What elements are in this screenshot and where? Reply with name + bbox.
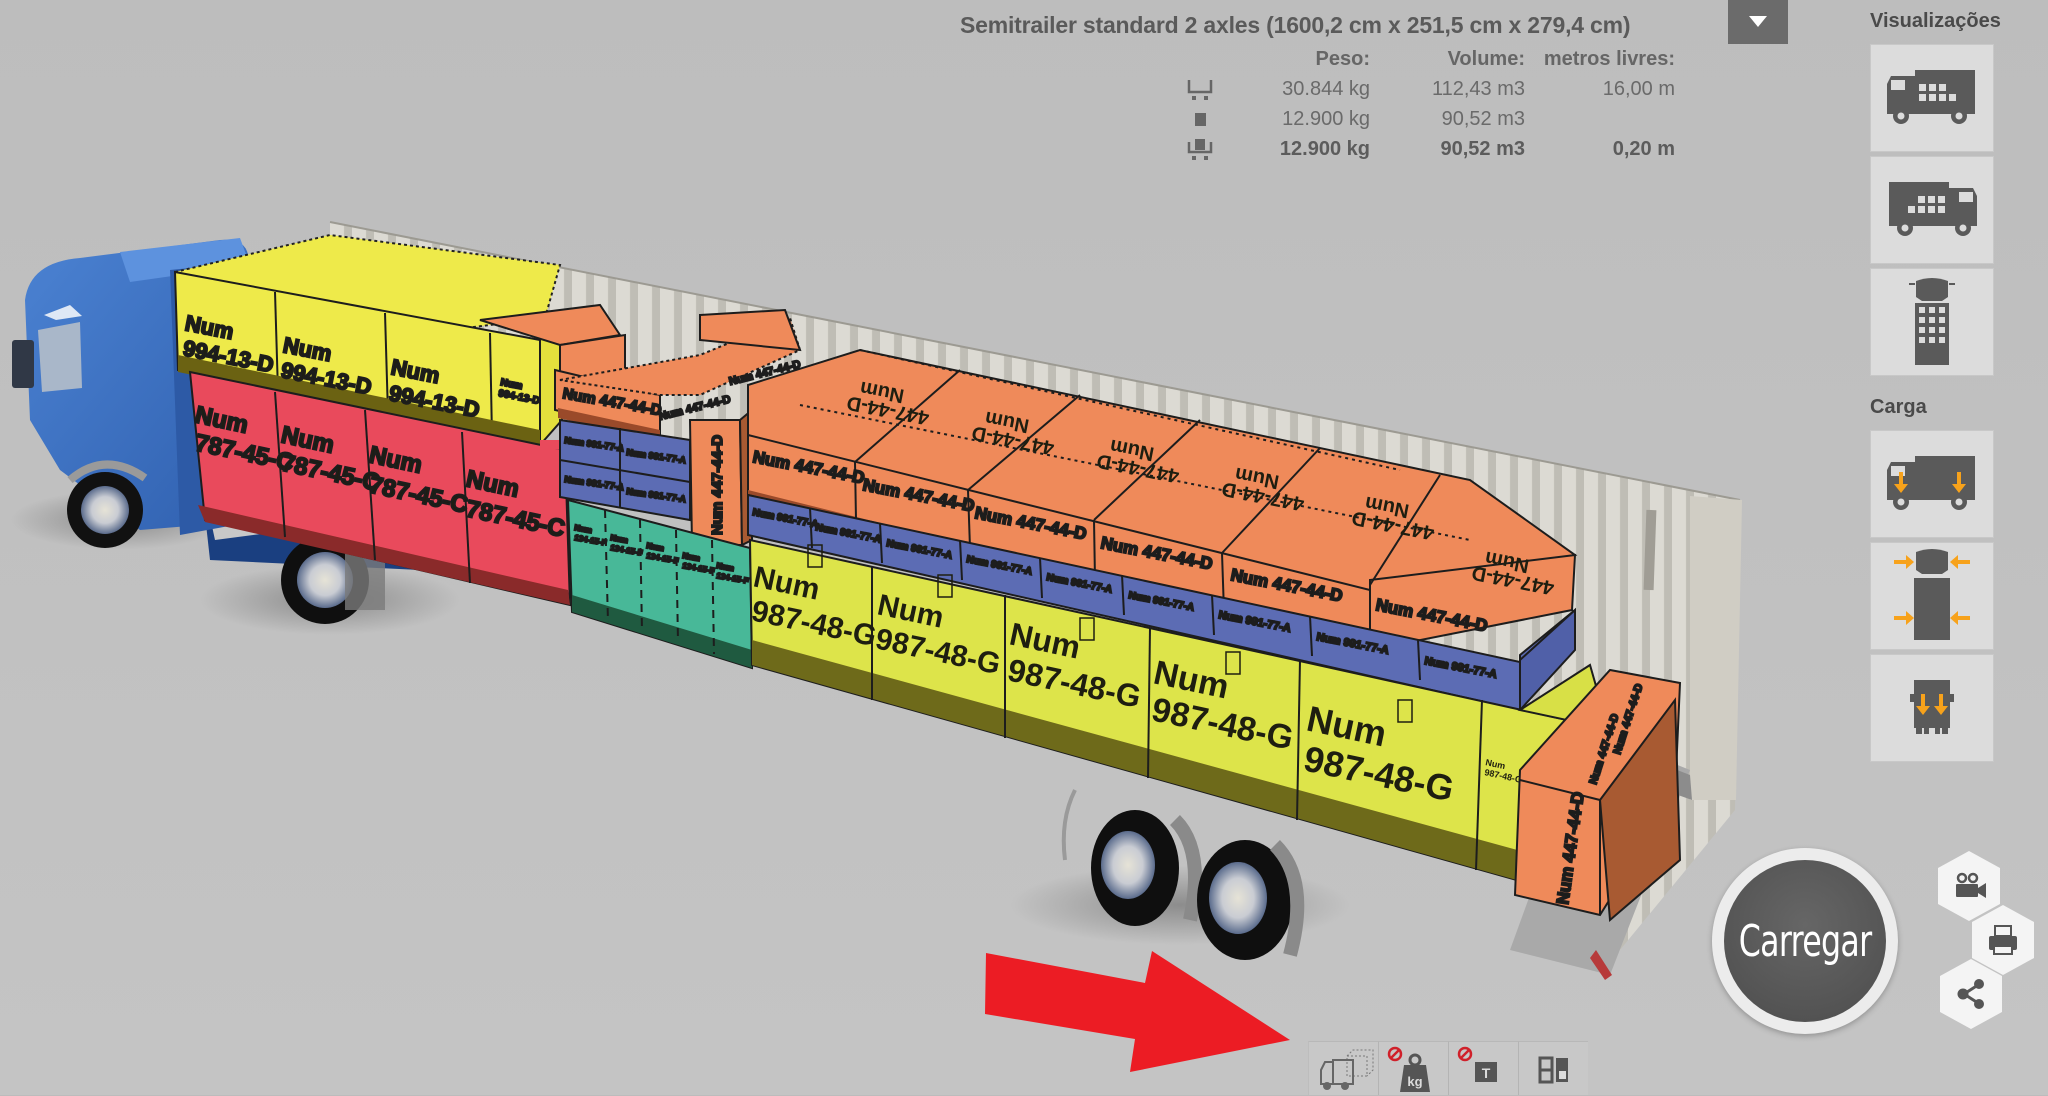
load-stats-table: Peso: Volume: metros livres: 30.844 kg 1…	[1150, 48, 1680, 168]
axle-load-icon	[1887, 456, 1975, 510]
split-layout-icon	[1538, 1056, 1568, 1084]
svg-text:Num 447-44-D: Num 447-44-D	[709, 435, 726, 535]
svg-text:Num: Num	[281, 332, 334, 366]
trailer-rear-wheels	[1061, 789, 1305, 960]
capacity-free-meters: 16,00 m	[1602, 78, 1675, 100]
load-rear-weight-button[interactable]	[1870, 654, 1994, 762]
svg-text:kg: kg	[1407, 1074, 1422, 1089]
lateral-balance-icon	[1894, 549, 1970, 640]
cargo-boxes[interactable]: Num 994-13-D Num 994-13-D Num 994-13-D N…	[173, 233, 1682, 923]
vehicle-dropdown-button[interactable]	[1728, 0, 1788, 44]
view-side-right-button[interactable]	[1870, 156, 1994, 264]
truck-side-right-icon	[1889, 182, 1977, 236]
svg-text:Num: Num	[574, 523, 593, 535]
triangle-down-icon	[1749, 16, 1767, 27]
svg-text:Num: Num	[610, 533, 629, 545]
view-side-left-button[interactable]	[1870, 44, 1994, 152]
load-button[interactable]: Carregar	[1712, 848, 1898, 1034]
layout-split-toggle[interactable]	[1518, 1041, 1588, 1095]
truck-top-icon	[1909, 278, 1955, 365]
truck-side-left-icon	[1887, 70, 1975, 124]
capacity-volume: 112,43 m3	[1431, 78, 1525, 100]
video-button[interactable]	[1936, 850, 2002, 922]
bottom-toolbar: kg T	[1308, 1041, 1588, 1095]
annotation-arrow	[985, 951, 1290, 1072]
svg-text:Num: Num	[716, 561, 735, 573]
text-t-icon: T	[1457, 1046, 1497, 1082]
vehicle-title: Semitrailer standard 2 axles (1600,2 cm …	[960, 12, 1631, 38]
svg-text:Num: Num	[499, 377, 523, 392]
col-volume-header: Volume:	[1447, 48, 1525, 70]
stats-row-cargo: 12.900 kg 90,52 m3	[1150, 108, 1680, 138]
load-axle-weight-button[interactable]	[1870, 430, 1994, 538]
load-side-balance-button[interactable]	[1870, 542, 1994, 650]
views-section-title: Visualizações	[1870, 10, 2001, 32]
svg-text:Num: Num	[646, 541, 665, 553]
printer-icon	[1989, 925, 2017, 955]
capacity-weight: 30.844 kg	[1282, 78, 1370, 100]
trailer-capacity-icon	[1180, 78, 1220, 108]
share-icon	[1957, 979, 1984, 1009]
cargo-box-icon	[1180, 108, 1220, 138]
loaded-weight: 12.900 kg	[1279, 138, 1370, 160]
stats-row-capacity: 30.844 kg 112,43 m3 16,00 m	[1150, 78, 1680, 108]
truck-volume-icon	[1320, 1049, 1374, 1090]
load-button-label: Carregar	[1738, 915, 1872, 967]
cargo-volume: 90,52 m3	[1441, 108, 1525, 130]
svg-text:T: T	[1482, 1065, 1491, 1081]
col-weight-header: Peso:	[1315, 48, 1370, 70]
load-section-title: Carga	[1870, 396, 1927, 418]
text-label-toggle[interactable]: T	[1448, 1041, 1518, 1095]
print-button[interactable]	[1970, 904, 2036, 976]
loaded-free-meters: 0,20 m	[1612, 138, 1675, 160]
video-camera-icon	[1956, 872, 1986, 898]
load-button-face: Carregar	[1724, 860, 1886, 1022]
weight-limit-toggle[interactable]: kg	[1378, 1041, 1448, 1095]
cargo-weight: 12.900 kg	[1282, 108, 1370, 130]
share-button[interactable]	[1938, 958, 2004, 1030]
col-free-meters-header: metros livres:	[1543, 48, 1675, 70]
loaded-trailer-icon	[1180, 138, 1220, 168]
stats-row-loaded: 12.900 kg 90,52 m3 0,20 m	[1150, 138, 1680, 168]
stats-header-row: Peso: Volume: metros livres:	[1150, 48, 1680, 78]
rear-load-icon	[1910, 680, 1954, 734]
loaded-volume: 90,52 m3	[1440, 138, 1525, 160]
svg-text:Num: Num	[1485, 757, 1507, 771]
weight-kg-icon: kg	[1387, 1046, 1430, 1092]
svg-text:Num: Num	[682, 551, 701, 563]
cargo-space-toggle[interactable]	[1308, 1041, 1378, 1095]
view-top-button[interactable]	[1870, 268, 1994, 376]
